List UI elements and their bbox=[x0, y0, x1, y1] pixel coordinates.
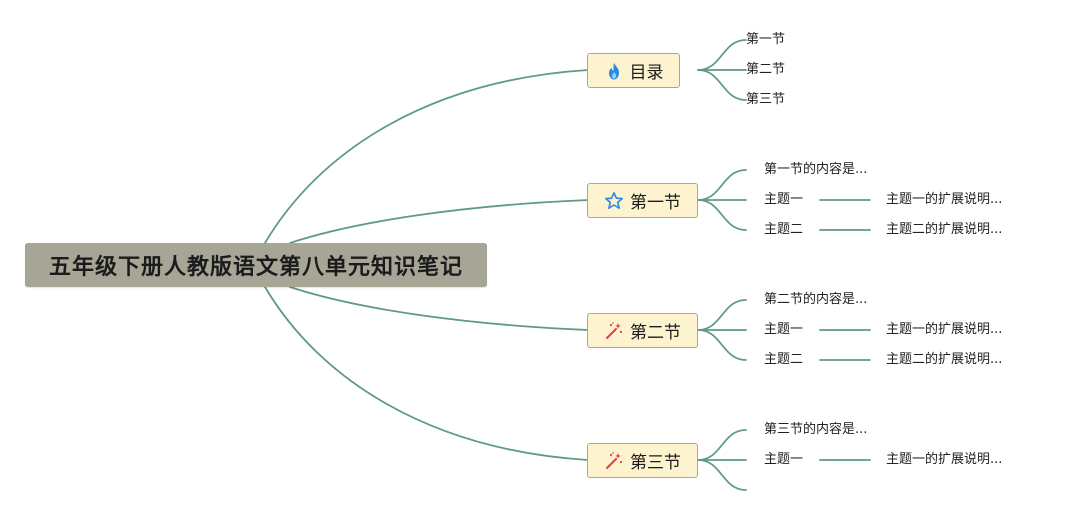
connector-root-to-section-2 bbox=[289, 286, 589, 331]
connector-root-to-section-1 bbox=[289, 199, 589, 244]
topic-node[interactable]: 主题一 bbox=[764, 192, 804, 207]
star-icon bbox=[604, 191, 624, 211]
topic-node[interactable]: 主题二 bbox=[764, 222, 804, 237]
connector-s3-child-1 bbox=[697, 429, 747, 461]
branch-label: 第一节 bbox=[630, 193, 681, 213]
connector-toc-child-1 bbox=[697, 39, 747, 71]
branch-section-2[interactable]: 第二节 bbox=[587, 313, 698, 348]
branch-section-1[interactable]: 第一节 bbox=[587, 183, 698, 218]
topic-node[interactable]: 主题二 bbox=[764, 352, 804, 367]
branch-section-3[interactable]: 第三节 bbox=[587, 443, 698, 478]
connector-root-to-section-3 bbox=[264, 286, 589, 461]
branch-label: 第二节 bbox=[630, 323, 681, 343]
connector-s1-child-3 bbox=[697, 199, 747, 231]
branch-label: 第三节 bbox=[630, 453, 681, 473]
topic-detail[interactable]: 主题二的扩展说明... bbox=[886, 352, 1003, 367]
magic-wand-icon bbox=[604, 451, 624, 471]
branch-label: 目录 bbox=[629, 63, 664, 83]
toc-item[interactable]: 第二节 bbox=[746, 62, 786, 77]
connector-s2-child-1 bbox=[697, 299, 747, 331]
topic-detail[interactable]: 主题一的扩展说明... bbox=[886, 322, 1003, 337]
topic-node[interactable]: 主题一 bbox=[764, 452, 804, 467]
section-summary[interactable]: 第二节的内容是... bbox=[764, 292, 868, 307]
branch-toc[interactable]: 目录 bbox=[587, 53, 680, 88]
topic-node[interactable]: 主题一 bbox=[764, 322, 804, 337]
topic-detail[interactable]: 主题一的扩展说明... bbox=[886, 192, 1003, 207]
fire-icon bbox=[604, 61, 624, 81]
toc-item[interactable]: 第一节 bbox=[746, 32, 786, 47]
connector-s1-child-1 bbox=[697, 169, 747, 201]
connector-s3-child-3 bbox=[697, 459, 747, 491]
root-node[interactable]: 五年级下册人教版语文第八单元知识笔记 bbox=[25, 243, 487, 287]
root-title: 五年级下册人教版语文第八单元知识笔记 bbox=[48, 255, 463, 280]
magic-wand-icon bbox=[604, 321, 624, 341]
toc-item[interactable]: 第三节 bbox=[746, 92, 786, 107]
connector-toc-child-3 bbox=[697, 69, 747, 101]
section-summary[interactable]: 第三节的内容是... bbox=[764, 422, 868, 437]
topic-detail[interactable]: 主题一的扩展说明... bbox=[886, 452, 1003, 467]
topic-detail[interactable]: 主题二的扩展说明... bbox=[886, 222, 1003, 237]
connector-root-to-toc bbox=[264, 69, 589, 244]
section-summary[interactable]: 第一节的内容是... bbox=[764, 162, 868, 177]
connector-s2-child-3 bbox=[697, 329, 747, 361]
